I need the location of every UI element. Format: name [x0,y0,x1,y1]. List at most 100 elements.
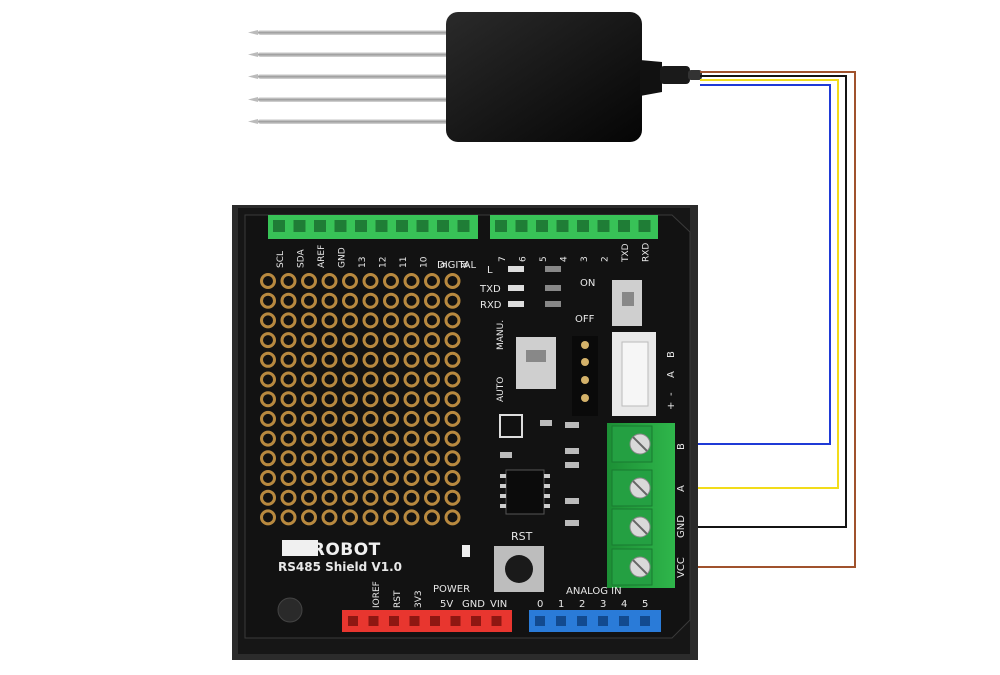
analog-pin-label: 0 [537,599,543,610]
proto-hole [260,351,276,368]
proto-hole [280,292,297,309]
proto-hole [260,292,276,309]
proto-hole [424,470,440,486]
led-txd [508,285,524,291]
proto-hole [403,391,420,408]
digital-pin-label: 4 [560,256,570,262]
proto-hole [301,489,317,506]
header-pin [314,220,326,232]
digital-pin-label: 7 [498,256,508,262]
board-model: RS485 Shield V1.0 [278,560,402,574]
digital-label: DIGITAL [437,260,477,271]
terminal-label-b: B [676,443,687,450]
proto-hole [383,273,399,289]
proto-hole [260,371,276,388]
proto-hole [383,312,399,329]
sensor-body [446,12,642,142]
proto-hole [342,489,358,506]
proto-hole [362,470,379,486]
header-pin [409,616,420,626]
power-pin-label: 3V3 [414,590,424,608]
proto-hole [383,391,399,408]
terminal-label-a: A [676,485,687,492]
mode-switch[interactable]: MANU. AUTO [496,320,556,402]
digital-pin-label: SCL [276,251,286,268]
reset-button[interactable]: RST [494,530,544,592]
header-pin [389,616,399,626]
mode-auto-label: AUTO [496,377,506,402]
proto-hole [444,273,461,289]
proto-hole [342,391,358,408]
proto-hole [321,292,338,309]
proto-hole [444,430,461,447]
wire-a [650,79,839,489]
header-pin [416,220,429,232]
proto-hole [321,430,338,447]
header-pin [273,220,285,232]
proto-hole [403,509,420,526]
proto-hole [444,332,461,349]
proto-hole [301,470,317,486]
proto-hole [342,312,358,329]
small-connector: + - A B [612,332,677,416]
proto-hole [424,371,440,388]
proto-hole [280,273,297,289]
digital-pin-label: 9 [440,262,450,268]
digital-pin-label: 13 [358,257,368,268]
header-pin [450,616,461,626]
terminal-label-vcc: VCC [676,557,687,578]
sensor-probes [248,30,448,124]
proto-hole [362,273,379,289]
digital-pin-label: 6 [519,256,529,262]
proto-hole [424,410,440,427]
proto-hole [403,489,420,506]
header-pin [556,220,569,232]
proto-hole [424,351,440,368]
power-switch[interactable]: ON OFF [575,278,642,326]
digital-pin-label: 5 [539,256,549,262]
proto-hole [362,332,379,349]
header-pin [437,220,449,232]
proto-hole [383,470,399,486]
proto-hole [403,371,420,388]
proto-hole [280,509,297,526]
proto-hole [342,470,358,486]
digital-pin-label: AREF [317,245,327,268]
proto-hole [301,509,317,526]
header-pin [535,616,545,626]
proto-hole [342,410,358,427]
proto-hole [424,391,440,408]
header-pin [491,616,502,626]
switch-on-label: ON [580,278,595,289]
proto-hole [260,470,276,486]
switch-off-label: OFF [575,314,595,325]
proto-hole [362,371,379,388]
proto-hole [321,332,338,349]
proto-hole [362,391,379,408]
proto-hole [444,312,461,329]
brand-text: DFROBOT [285,540,381,560]
power-pin-label: 5V [440,599,453,610]
digital-pin-label: 3 [580,256,590,262]
header-pin [598,616,608,626]
proto-hole [301,351,317,368]
proto-hole [280,312,297,329]
proto-hole [362,430,379,447]
header-pin [375,220,388,232]
power-label: POWER [433,584,470,595]
proto-hole [362,450,379,467]
analog-pin-label: 3 [600,599,606,610]
power-header [342,610,512,632]
digital-pin-label: GND [338,247,348,268]
header-pin [618,220,630,232]
digital-header [268,215,658,239]
proto-hole [260,509,276,526]
analog-pin-label: 5 [642,599,648,610]
proto-hole [280,391,297,408]
proto-hole [280,332,297,349]
sensor-cable-gland [640,60,662,96]
wire-vcc [650,71,856,568]
proto-hole [321,371,338,388]
wire-gnd [650,75,847,528]
